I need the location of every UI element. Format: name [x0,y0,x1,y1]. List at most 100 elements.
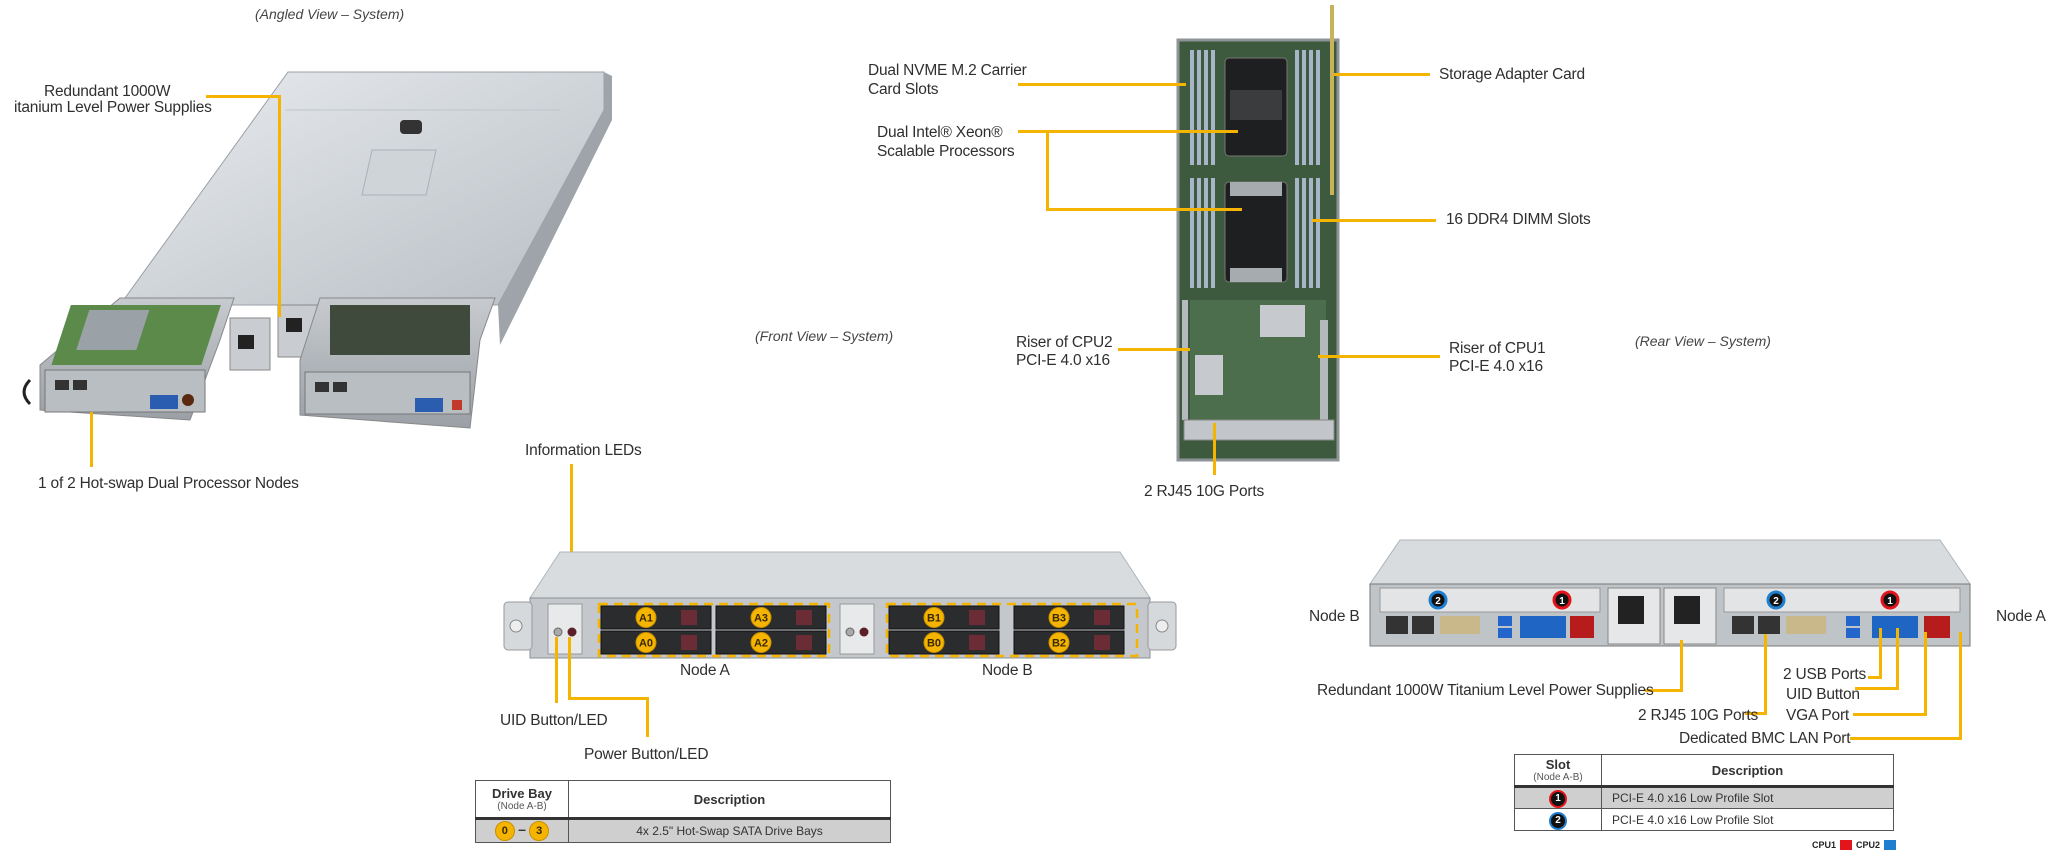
leader-line [1868,676,1882,679]
leader-line [1959,632,1962,740]
drive-bay-label: A3 [754,613,768,625]
leader-line [568,697,648,700]
leader-line [278,95,281,317]
angled-view-caption: (Angled View – System) [255,6,405,22]
uid-button-label: UID Button/LED [500,712,608,729]
cpu-label-line2: Scalable Processors [877,143,1015,160]
bmc-lan-label: Dedicated BMC LAN Port [1679,730,1851,747]
legend-cpu1-label: CPU1 [1812,840,1837,850]
drive-release-tab [681,635,697,650]
riser2-label-line1: Riser of CPU2 [1016,334,1113,351]
rear-rj45-label: 2 RJ45 10G Ports [1638,707,1758,724]
drive-bay-label: B2 [1052,638,1066,650]
pcie-slot-badge [1428,590,1448,610]
leader-line [1764,634,1767,715]
leader-line [1853,713,1927,716]
legend-cpu1-swatch [1840,840,1853,850]
drive-bay-badge [1048,632,1070,653]
leader-line [1745,712,1767,715]
leader-line [1334,73,1430,76]
leader-line [1850,737,1962,740]
leader-line [1046,208,1242,211]
nvme-label-line2: Card Slots [868,81,939,98]
node-b-rear-label: Node B [1309,608,1360,625]
node-a-rear-label: Node A [1996,608,2046,625]
leader-line [555,637,558,703]
psu-label-line1: Redundant 1000W [44,83,171,100]
lid-latch [400,120,422,134]
drive-bay-label: A2 [754,638,768,650]
nvme-label-line1: Dual NVME M.2 Carrier [868,62,1027,79]
drive-bay-badge [750,607,772,628]
pcie-slot-badge [1880,590,1900,610]
leader-line [1318,355,1440,358]
slot-1-badge: 1 [1551,792,1565,806]
slot-description: PCI-E 4.0 x16 Low Profile Slot [1601,786,1894,809]
drive-bay-table: Drive Bay (Node A-B) Description 0 – 3 4… [475,780,891,843]
slot-description: PCI-E 4.0 x16 Low Profile Slot [1601,808,1894,831]
pcie-slot-badge [1766,590,1786,610]
leader-line [1213,423,1216,475]
leader-line [646,697,649,737]
pcie-slot-number: 1 [1559,596,1565,607]
info-leds-label: Information LEDs [525,442,642,459]
drive-bay-badge [1048,607,1070,628]
riser1-label-line1: Riser of CPU1 [1449,340,1546,357]
drive-release-tab [796,635,812,650]
leader-line [1855,687,1899,690]
front-view-caption: (Front View – System) [755,328,894,344]
vga-port-label: VGA Port [1786,707,1850,724]
drive-bay-label: B3 [1052,613,1066,625]
cpu-socket [1224,181,1288,283]
dimm-label: 16 DDR4 DIMM Slots [1446,211,1591,228]
nodes-label: 1 of 2 Hot-swap Dual Processor Nodes [38,475,299,492]
drive-release-tab [1094,635,1110,650]
drive-release-tab [969,610,985,625]
drive-release-tab [969,635,985,650]
pcie-slot-number: 2 [1435,596,1441,607]
description-header: Description [568,780,891,820]
slot-table: Slot (Node A-B) Description 1 PCI-E 4.0 … [1514,754,1894,831]
drive-badge: 3 [529,821,550,841]
leader-line [1018,130,1238,133]
drive-bay-label: A0 [639,638,653,650]
table-row: 1 PCI-E 4.0 x16 Low Profile Slot [1514,786,1894,809]
node-rj45-label: 2 RJ45 10G Ports [1144,483,1264,500]
node-b-front-label: Node B [982,662,1033,679]
drive-release-tab [796,610,812,625]
pcie-slot-badge [1552,590,1572,610]
angled-chassis-image [22,71,612,429]
power-button-label: Power Button/LED [584,746,709,763]
leader-line [1118,348,1190,351]
drive-bay-badge [923,607,945,628]
drive-release-tab [1094,610,1110,625]
drive-bay-badge [923,632,945,653]
node-a-front-label: Node A [680,662,730,679]
rear-view-caption: (Rear View – System) [1635,333,1771,349]
rear-uid-label: UID Button [1786,686,1860,703]
drive-bay-badge [635,632,657,653]
slot-header: Slot (Node A-B) [1514,754,1602,788]
leader-line [568,637,571,699]
leader-line [1896,628,1899,690]
leader-line [1680,640,1683,692]
drive-bay-badge [750,632,772,653]
rear-psu-label: Redundant 1000W Titanium Level Power Sup… [1317,682,1654,699]
pcie-slot-number: 1 [1887,596,1893,607]
drive-bay-label: B0 [927,638,941,650]
drive-bay-label: A1 [639,613,653,625]
drive-bay-badge [635,607,657,628]
riser2-label-line2: PCI-E 4.0 x16 [1016,352,1110,369]
slot-2-badge: 2 [1551,813,1565,828]
leader-line [570,464,573,604]
leader-line [1645,689,1683,692]
leader-line [90,412,93,467]
drive-release-tab [681,610,697,625]
pcie-slot-number: 2 [1773,596,1779,607]
leader-line [1312,219,1436,222]
table-row: 0 – 3 4x 2.5" Hot-Swap SATA Drive Bays [475,818,891,843]
description-header: Description [1601,754,1894,788]
psu-label-line2: itanium Level Power Supplies [14,99,212,116]
table-row: 2 PCI-E 4.0 x16 Low Profile Slot [1514,808,1894,831]
